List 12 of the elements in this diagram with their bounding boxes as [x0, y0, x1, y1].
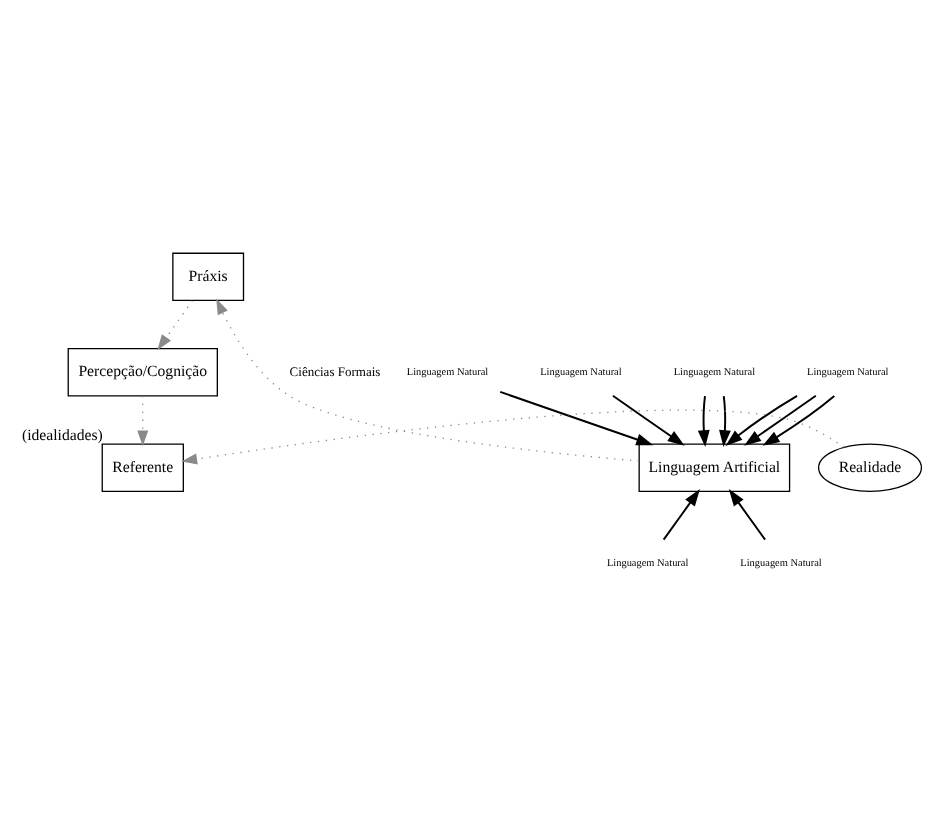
arrow: [728, 488, 767, 540]
arrow: [181, 408, 845, 464]
arrow: [216, 297, 640, 461]
arrow: [499, 389, 654, 445]
arrow: [719, 394, 731, 447]
arrow: [697, 394, 710, 447]
arrow: [744, 393, 817, 445]
arrow: [725, 393, 799, 445]
arrow: [137, 394, 149, 446]
arrow: [662, 488, 700, 540]
arrow: [611, 393, 685, 445]
arrow: [762, 394, 836, 445]
